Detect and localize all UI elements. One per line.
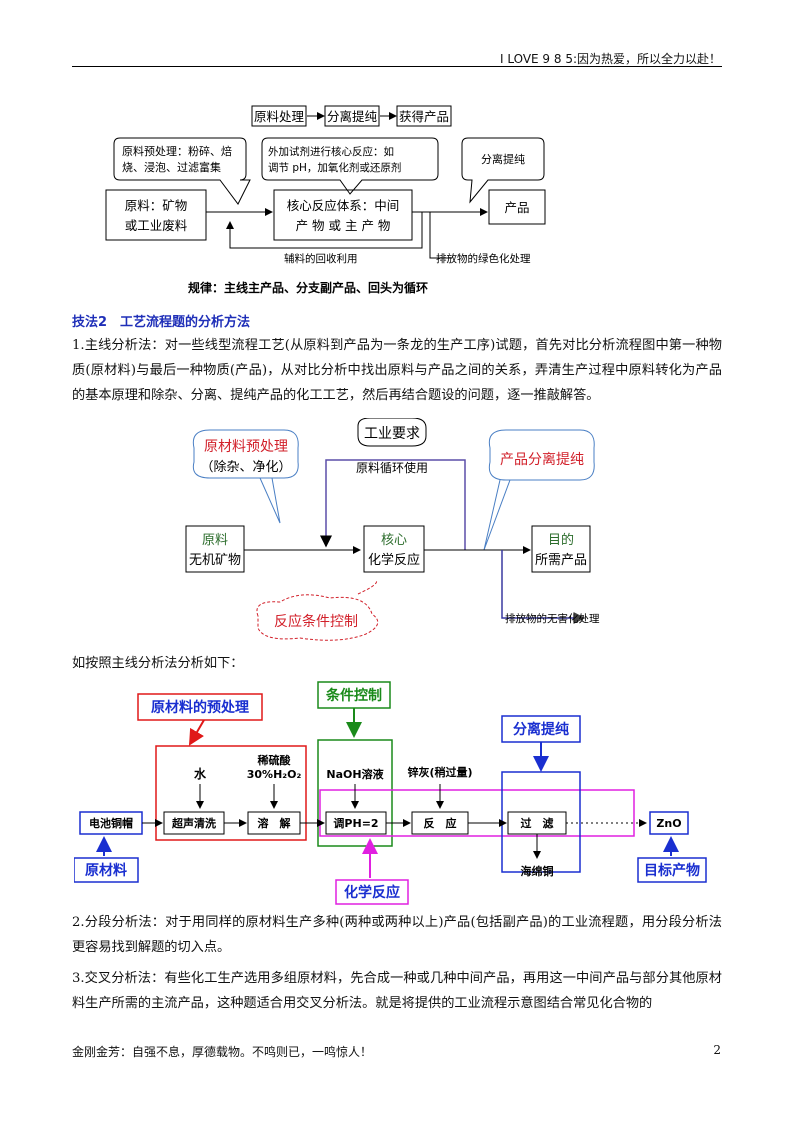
top-step-1 (251, 105, 307, 127)
cloud-condition (256, 594, 379, 641)
step-dissolve: 溶 解 (258, 816, 291, 830)
label-raw-box (74, 857, 139, 883)
paragraph-3: 3.交叉分析法：有些化工生产选用多组原材料，先合成一种或几种中间产品，再用这一中… (72, 971, 722, 1011)
label-target-box (637, 857, 707, 883)
bubble2-line1: 外加试剂进行核心反应：如 (268, 145, 394, 158)
cloud-pre-line1: 原材料预处理 (204, 439, 288, 455)
cloud-sep-label: 产品分离提纯 (500, 451, 584, 468)
top-step-3-label: 获得产品 (399, 109, 449, 124)
box-product (488, 189, 546, 225)
flow-diagram-overview: 原料处理 分离提纯 获得产品 原料预处理：粉碎、焙 烧、浸泡、过滤富集 外加试剂… (105, 105, 546, 295)
box2-goal-line1: 目的 (548, 532, 574, 548)
step-zno: ZnO (656, 817, 681, 830)
box-core-line1: 核心反应体系：中间 (287, 198, 400, 213)
step-clean: 超声清洗 (171, 816, 216, 830)
box2-goal (531, 525, 591, 573)
bubble1-line1: 原料预处理：粉碎、焙 (122, 144, 232, 158)
frame-reaction (319, 789, 635, 837)
paragraph-2: 2.分段分析法：对于用同样的原材料生产多种(两种或两种以上)产品(包括副产品)的… (72, 915, 722, 955)
green-label: 排放物的绿色化处理 (436, 252, 531, 265)
flow-diagram-example: 原材料的预处理 条件控制 分离提纯 水 稀硫酸 30%H₂O₂ NaOH溶液 锌… (74, 681, 707, 905)
frame-condition (317, 739, 393, 847)
step-zno-box (649, 811, 689, 835)
box2-goal-line2: 所需产品 (535, 553, 587, 568)
cloud-pre-line2: （除杂、净化） (200, 460, 291, 475)
page-number: 2 (713, 1043, 721, 1057)
box-raw-line1: 原料：矿物 (125, 198, 188, 213)
box-core (273, 189, 413, 241)
recycle-label: 辅料的回收利用 (284, 252, 358, 265)
label-target: 目标产物 (644, 862, 700, 879)
bubble-pretreat (113, 137, 251, 205)
cloud-pretreat (192, 429, 299, 479)
bubble1-line2: 烧、浸泡、过滤富集 (122, 160, 221, 174)
bubble-separation (461, 137, 545, 204)
box2-core-line1: 核心 (381, 533, 407, 548)
box2-raw (185, 525, 245, 573)
step-filter: 过 滤 (521, 816, 554, 830)
top-step-1-label: 原料处理 (254, 109, 305, 124)
bubble-reaction (261, 137, 439, 195)
cloud-separation (488, 429, 595, 481)
step-react: 反 应 (424, 816, 457, 830)
step-raw: 电池铜帽 (89, 816, 133, 830)
recycle-used-label: 原料循环使用 (356, 460, 428, 475)
intro-line: 如按照主线分析法分析如下： (72, 656, 244, 671)
label-condition: 条件控制 (325, 687, 382, 704)
reagent-acid: 稀硫酸 (258, 753, 292, 767)
top-step-2-label: 分离提纯 (327, 109, 378, 124)
top-step-2 (324, 105, 380, 127)
box-raw (105, 189, 207, 241)
box-product-label: 产品 (504, 200, 529, 215)
box2-core-line2: 化学反应 (368, 552, 420, 568)
label-pretreat: 原材料的预处理 (151, 699, 249, 716)
flow-diagram-main-line: 原材料预处理 （除杂、净化） 工业要求 原料循环使用 产品分离提纯 原料 无机矿… (185, 418, 600, 641)
emission-label: 排放物的无害化处理 (505, 612, 600, 625)
label-reaction-box (335, 879, 409, 905)
paragraph-1: 1.主线分析法：对一些线型流程工艺(从原料到产品为一条龙的生产工序)试题，首先对… (72, 338, 722, 403)
label-separation: 分离提纯 (513, 721, 569, 738)
box-raw-line2: 或工业废料 (125, 218, 188, 233)
box2-raw-line2: 无机矿物 (189, 553, 241, 568)
box2-core (363, 525, 425, 573)
reagent-zinc: 锌灰(稍过量) (407, 765, 472, 779)
frame-pretreat (155, 745, 307, 841)
box2-raw-line1: 原料 (202, 533, 228, 548)
top-step-3 (396, 105, 452, 127)
page-header: I LOVE 9 8 5:因为热爱，所以全力以赴！ (499, 52, 721, 66)
header-rule (72, 66, 722, 67)
cloud-req-label: 工业要求 (364, 426, 420, 442)
reagent-water: 水 (194, 766, 207, 781)
reagent-h2o2: 30%H₂O₂ (247, 768, 302, 781)
label-raw: 原材料 (85, 862, 127, 879)
bubble2-line2: 调节 pH，加氧化剂或还原剂 (268, 161, 401, 174)
sponge-copper: 海绵铜 (521, 864, 554, 878)
page-footer: 金刚金芳：自强不息，厚德载物。不鸣则已，一鸣惊人！ (72, 1045, 373, 1059)
step-ph: 调PH=2 (333, 816, 378, 830)
rule-label: 规律：主线主产品、分支副产品、回头为循环 (188, 280, 428, 295)
box-core-line2: 产 物 或 主 产 物 (296, 218, 391, 233)
label-reaction: 化学反应 (344, 884, 400, 901)
cloud-cond-label: 反应条件控制 (274, 613, 358, 630)
section-title: 技法2 工艺流程题的分析方法 (72, 315, 251, 330)
label-pretreat-box (137, 693, 263, 721)
cloud-requirement (357, 418, 427, 447)
reagent-naoh: NaOH溶液 (326, 767, 384, 781)
bubble3-label: 分离提纯 (481, 152, 525, 166)
